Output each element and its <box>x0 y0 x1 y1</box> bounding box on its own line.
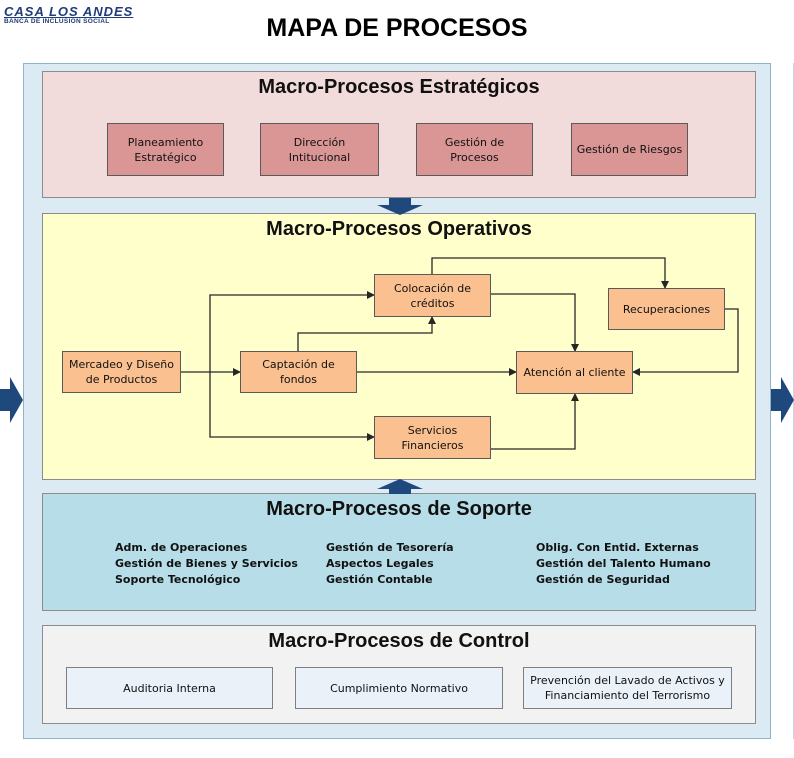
box-colocacion-creditos: Colocación de créditos <box>374 274 491 317</box>
support-item: Adm. de Operaciones <box>115 541 248 554</box>
connector-mercadeo-servicios <box>209 372 375 441</box>
page-title: MAPA DE PROCESOS <box>266 14 528 42</box>
connector-captacion-colocacion <box>297 316 436 351</box>
box-recuperaciones: Recuperaciones <box>608 288 725 330</box>
box-prevencion-lavado: Prevención del Lavado de Activos y Finan… <box>523 667 732 709</box>
box-planeamiento-estrategico: Planeamiento Estratégico <box>107 123 224 176</box>
section-title-operativos: Macro-Procesos Operativos <box>266 218 532 240</box>
arrow-soporte-to-operativos <box>377 479 423 494</box>
section-title-soporte: Macro-Procesos de Soporte <box>266 498 532 520</box>
arrow-estrategicos-to-operativos <box>377 198 423 215</box>
support-item: Gestión del Talento Humano <box>536 557 711 570</box>
support-item: Aspectos Legales <box>326 557 434 570</box>
box-direccion-institucional: Dirección Intitucional <box>260 123 379 176</box>
support-item: Soporte Tecnológico <box>115 573 241 586</box>
box-gestion-riesgos: Gestión de Riesgos <box>571 123 688 176</box>
box-mercadeo: Mercadeo y Diseño de Productos <box>62 351 181 393</box>
connector-mercadeo-colocacion <box>209 291 375 372</box>
box-gestion-procesos: Gestión de Procesos <box>416 123 533 176</box>
connector-recuperaciones-atencion <box>632 308 739 376</box>
box-captacion-fondos: Captación de fondos <box>240 351 357 393</box>
support-item: Gestión Contable <box>326 573 433 586</box>
section-title-control: Macro-Procesos de Control <box>268 630 530 652</box>
logo-tagline: BANCA DE INCLUSIÓN SOCIAL <box>4 18 110 25</box>
connector-colocacion-atencion <box>491 293 579 352</box>
box-servicios-financieros: Servicios Financieros <box>374 416 491 459</box>
support-item: Gestión de Seguridad <box>536 573 670 586</box>
support-item: Gestión de Bienes y Servicios <box>115 557 298 570</box>
section-title-estrategicos: Macro-Procesos Estratégicos <box>258 76 540 98</box>
connector-colocacion-recuperaciones <box>431 257 669 289</box>
support-item: Oblig. Con Entid. Externas <box>536 541 699 554</box>
logo-wordmark: CASA LOS ANDES <box>4 4 134 19</box>
connector-servicios-atencion <box>491 393 579 450</box>
arrow-input-left <box>0 377 23 423</box>
box-cumplimiento-normativo: Cumplimiento Normativo <box>295 667 503 709</box>
support-item: Gestión de Tesorería <box>326 541 454 554</box>
section-soporte <box>42 493 756 611</box>
box-auditoria-interna: Auditoria Interna <box>66 667 273 709</box>
box-atencion-cliente: Atención al cliente <box>516 351 633 394</box>
arrow-output-right <box>771 377 794 423</box>
